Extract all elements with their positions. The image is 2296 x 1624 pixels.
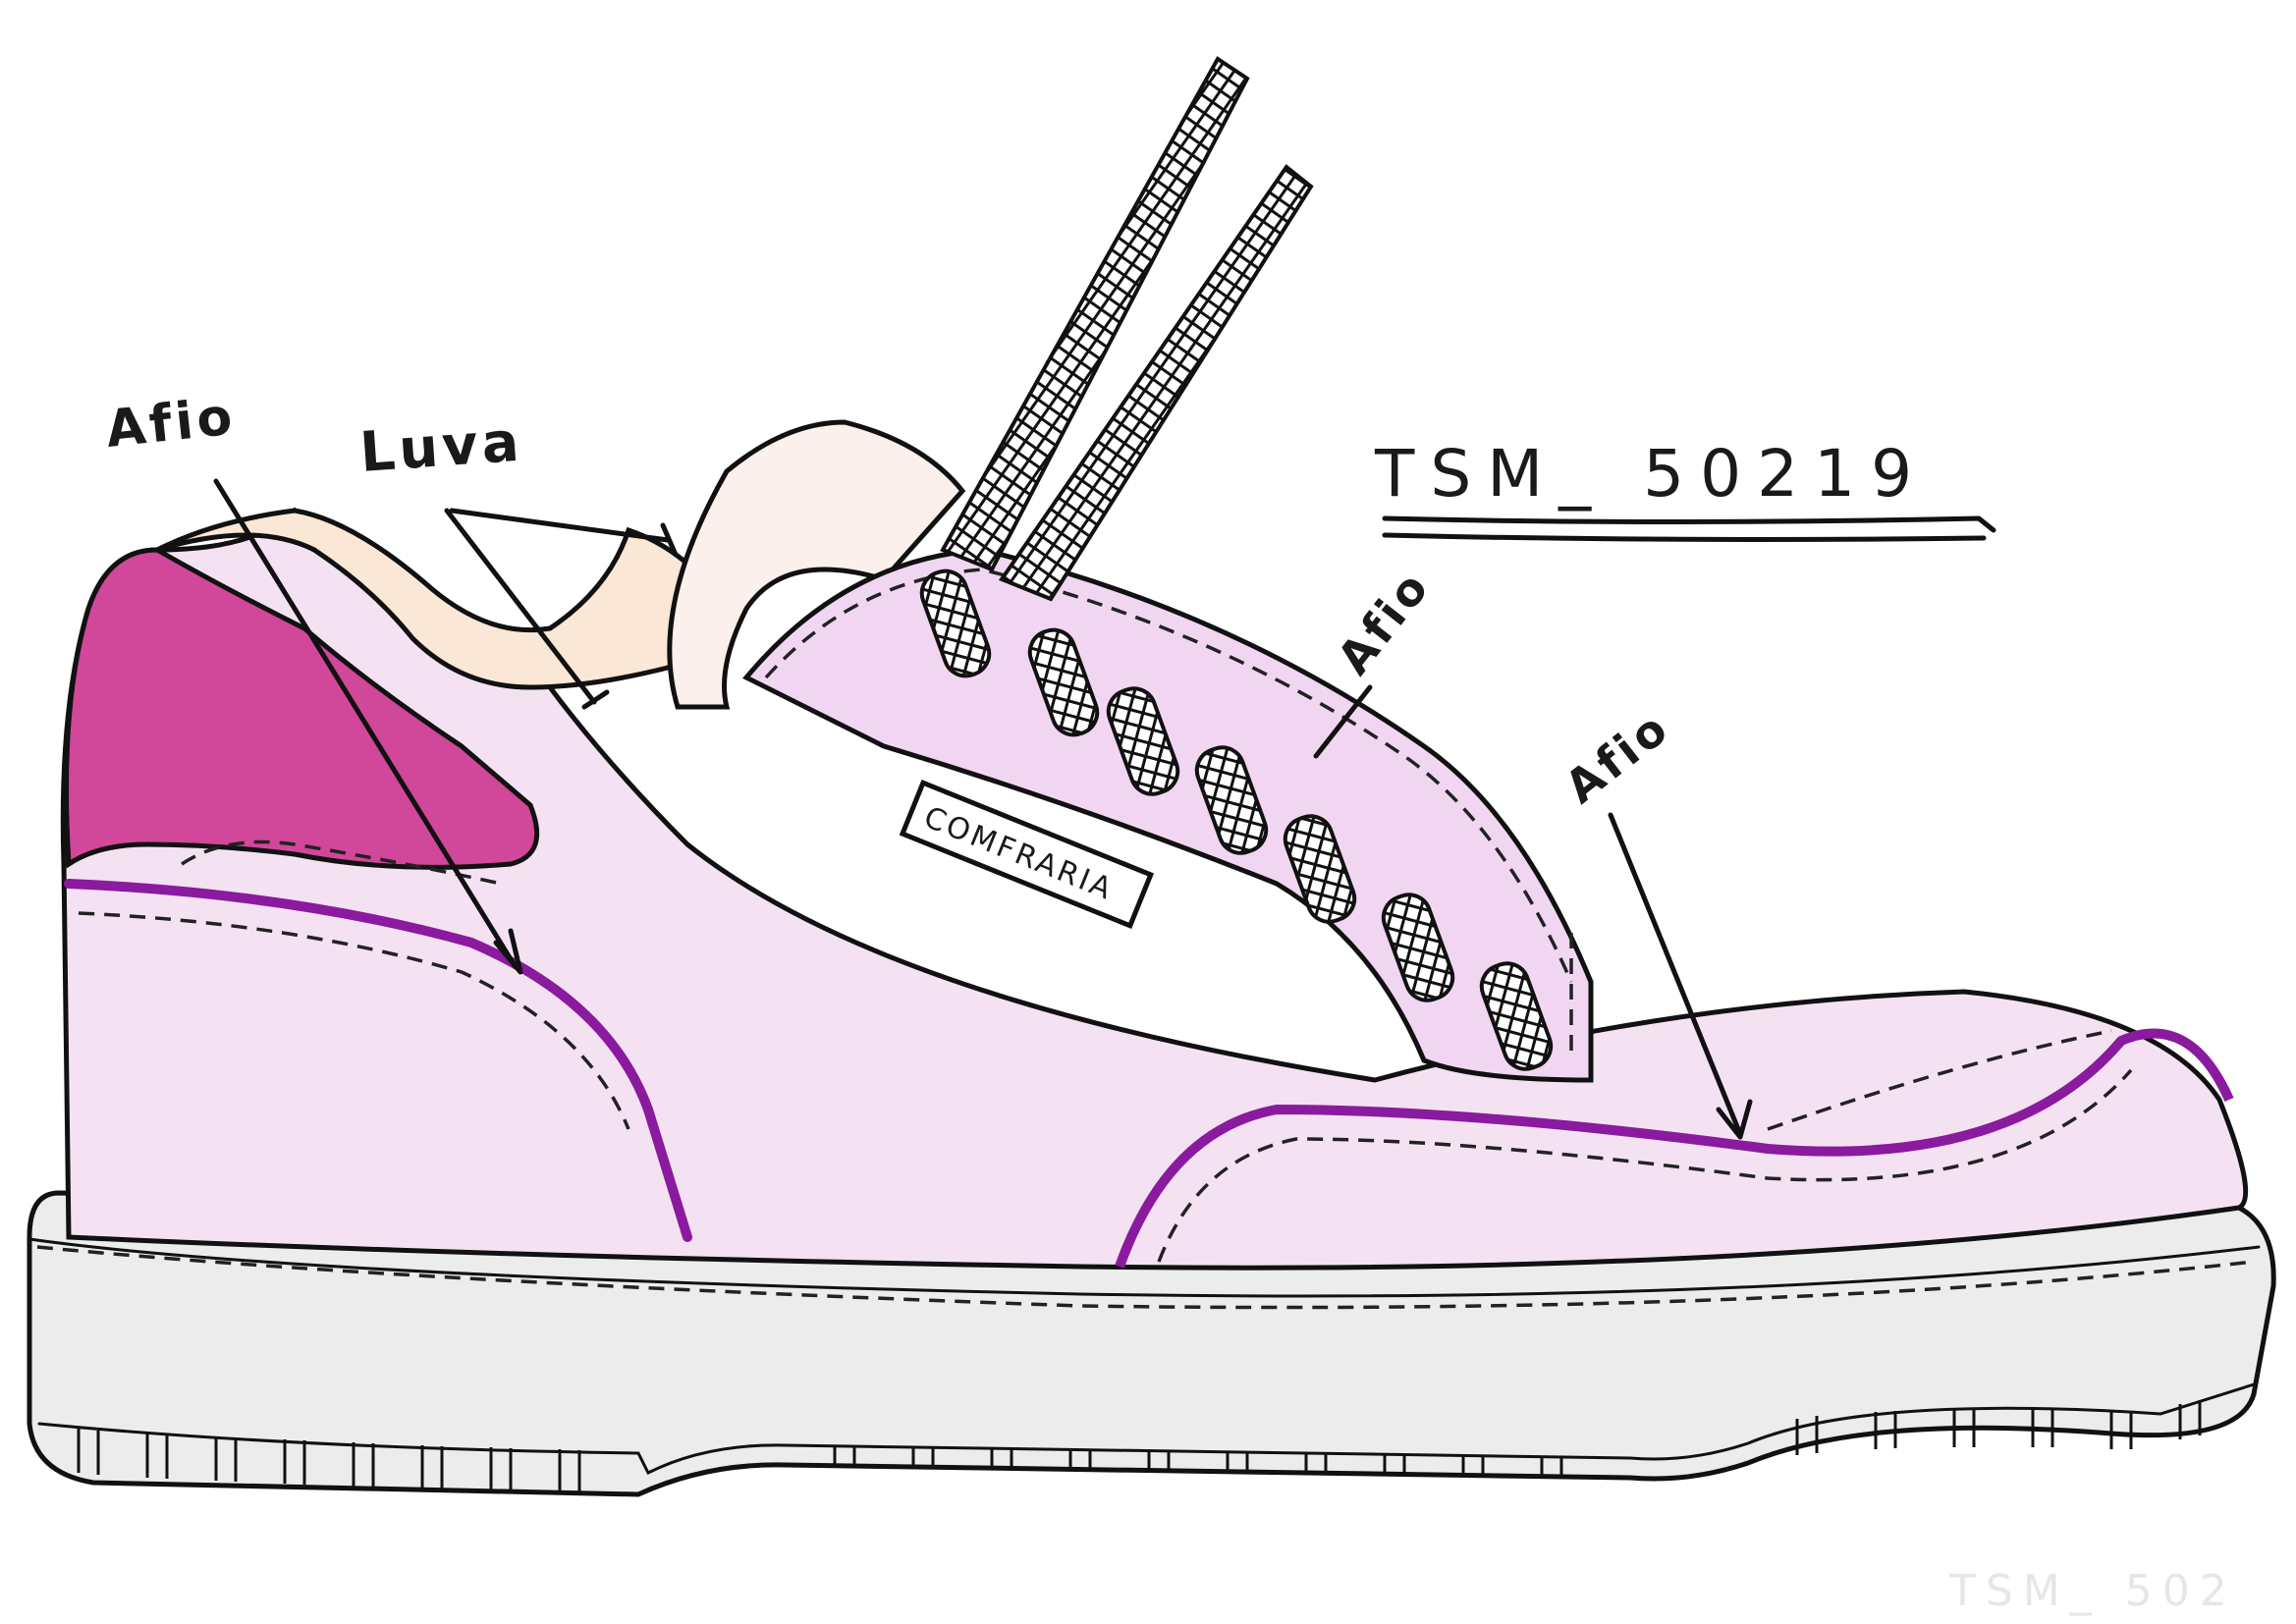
toe-cap [1115, 1028, 2234, 1269]
annotation-luva: Luva [357, 410, 679, 710]
label-afio-vamp: Afio [1327, 560, 1441, 684]
tread-lines [77, 1400, 2202, 1492]
model-code-text: TSM_ 50219 [1374, 436, 1928, 512]
label-luva: Luva [357, 410, 524, 485]
label-afio-heel: Afio [103, 387, 239, 460]
laces [919, 56, 1554, 1071]
model-code: TSM_ 50219 [1374, 436, 1996, 542]
tongue [667, 419, 966, 710]
annotation-afio-heel: Afio [103, 387, 523, 975]
label-afio-toe: Afio [1556, 700, 1680, 814]
quarter-overlay [64, 879, 692, 1242]
heel-counter [64, 547, 540, 870]
outsole [27, 1190, 2276, 1497]
ghost-text: TSM_ 502 [1948, 1566, 2237, 1616]
